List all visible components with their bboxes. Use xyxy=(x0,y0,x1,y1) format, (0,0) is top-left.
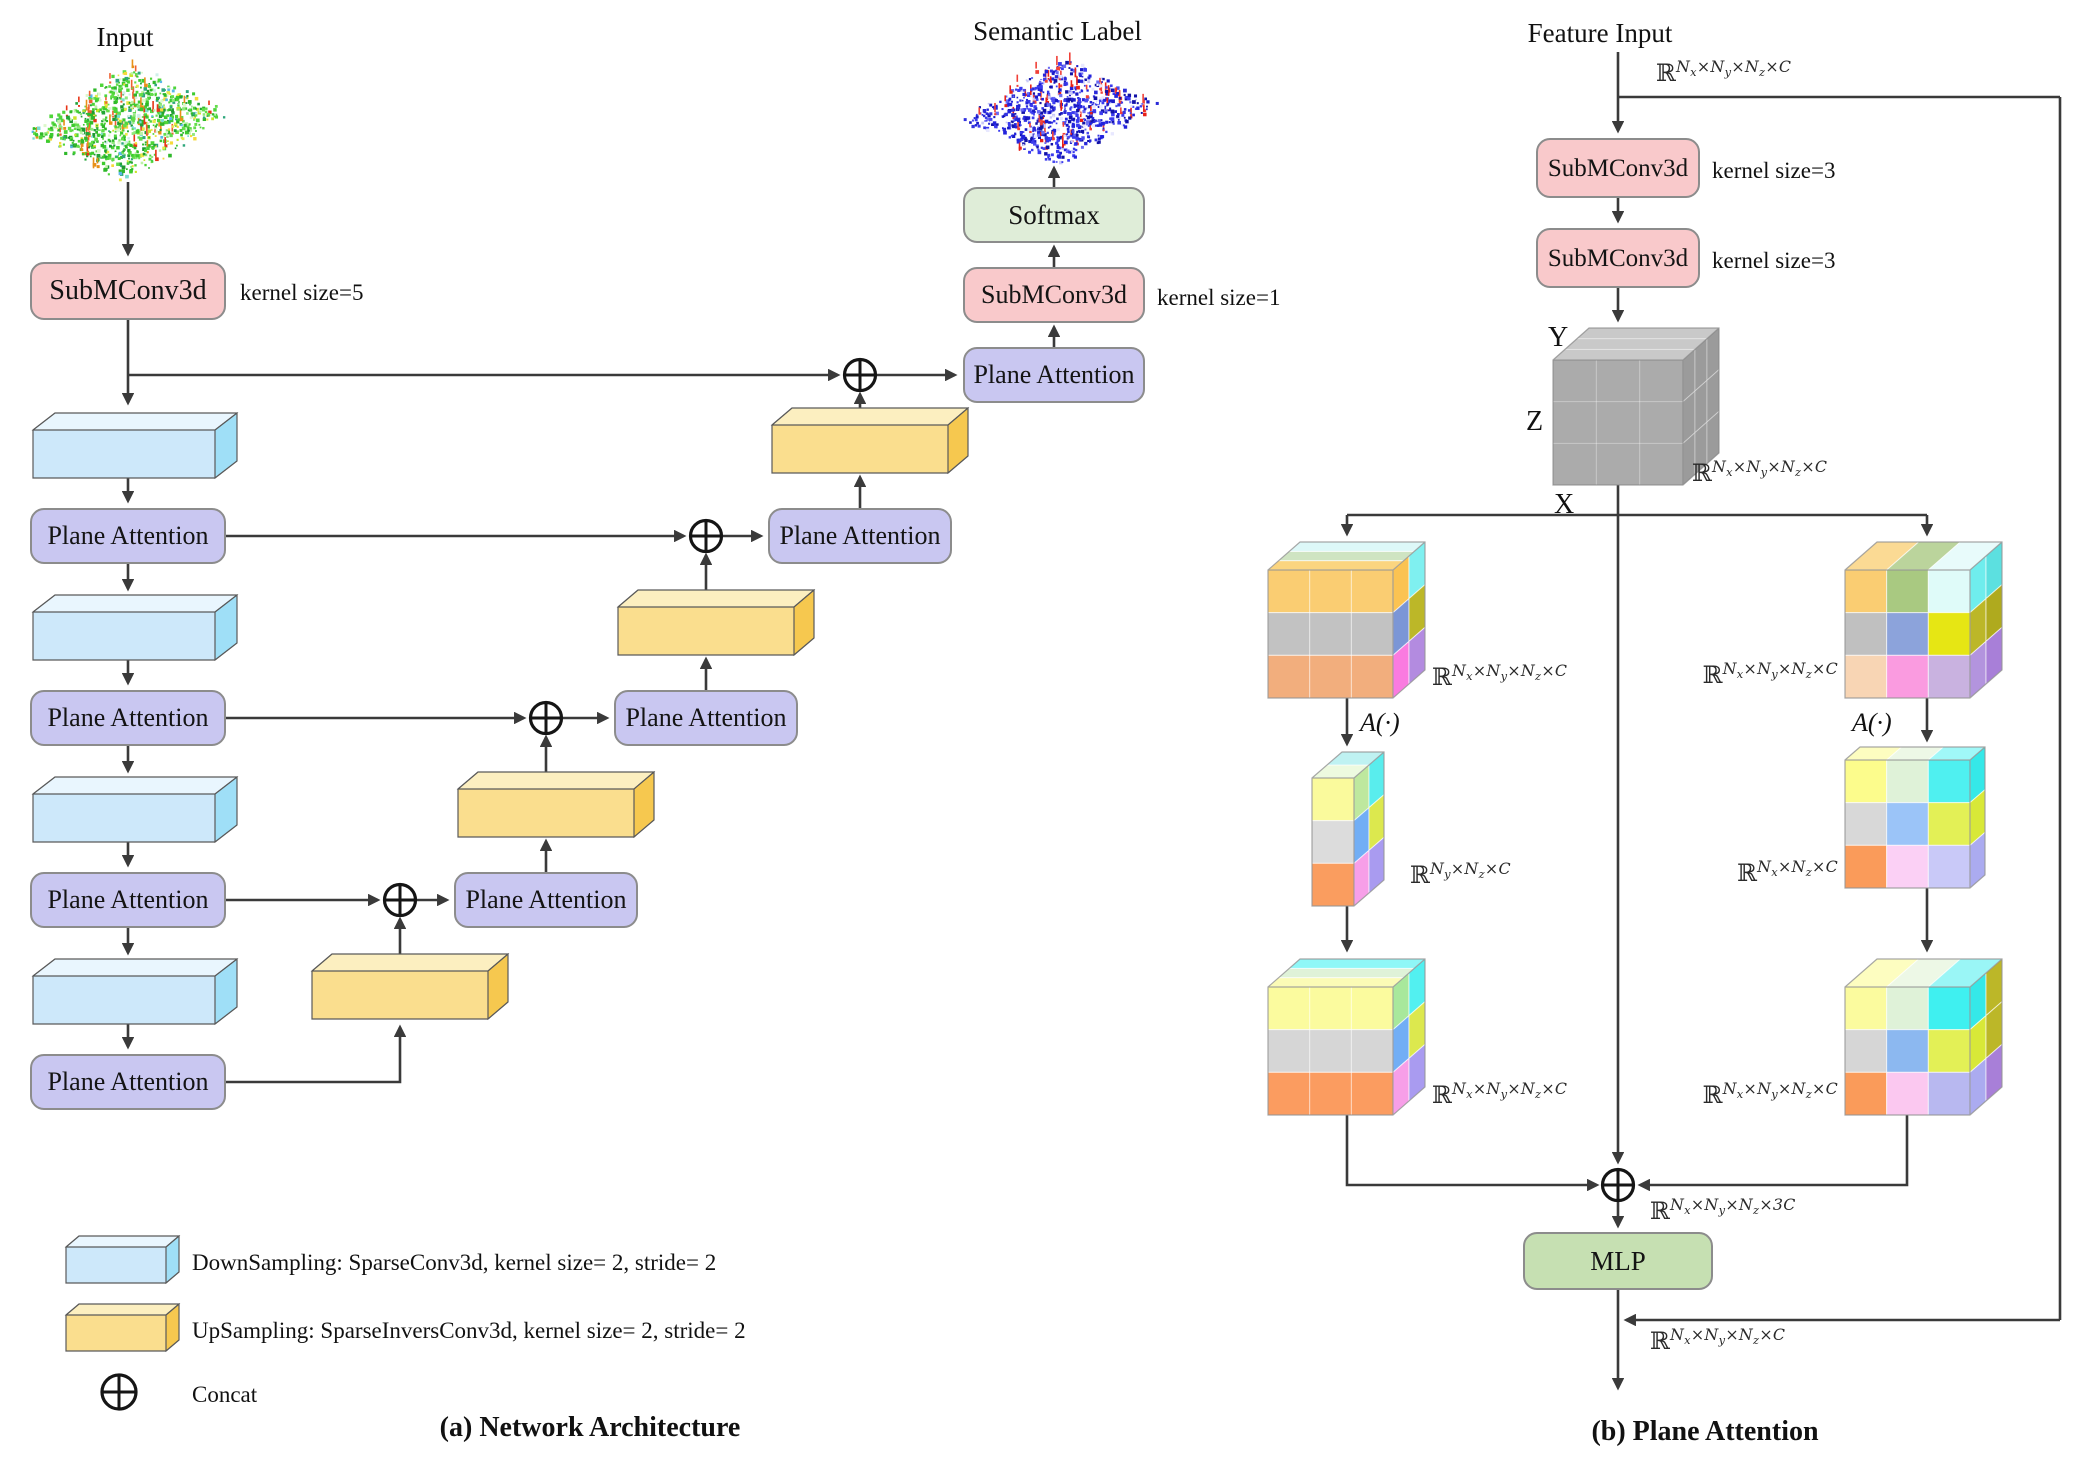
submconv-b-1: SubMConv3d xyxy=(1536,138,1700,198)
kernel-size-5-note: kernel size=5 xyxy=(240,280,364,305)
math-label-right-full: ℝNx×Ny×Nz×C xyxy=(1702,659,1838,689)
concat-icon xyxy=(100,1373,138,1411)
attention-op-right: A(·) xyxy=(1852,708,1892,737)
concat-symbols xyxy=(100,357,1636,1411)
downsample-block-4 xyxy=(31,957,239,1026)
concat-icon xyxy=(1600,1167,1636,1203)
upsample-block-4 xyxy=(310,952,510,1021)
submconv-out-box: SubMConv3d xyxy=(963,267,1145,323)
concat-icon xyxy=(382,882,418,918)
downsample-block-2 xyxy=(31,593,239,662)
concat-icon xyxy=(528,700,564,736)
axis-label-y: Y xyxy=(1548,322,1569,353)
left-branch-expanded-cube xyxy=(1266,957,1427,1117)
axis-label-x: X xyxy=(1554,489,1575,520)
legend-upsampling-label: UpSampling: SparseInversConv3d, kernel s… xyxy=(192,1318,746,1343)
plane-attention-dec-2: Plane Attention xyxy=(614,690,798,746)
softmax-box: Softmax xyxy=(963,187,1145,243)
kernel-size-3-note-1: kernel size=3 xyxy=(1712,158,1836,183)
math-label-left-full: ℝNx×Ny×Nz×C xyxy=(1432,661,1568,691)
axis-label-z: Z xyxy=(1526,406,1544,437)
kernel-size-1-note: kernel size=1 xyxy=(1157,285,1281,310)
upsample-block-1 xyxy=(770,406,970,475)
input-title: Input xyxy=(96,22,154,52)
right-branch-expanded-cube xyxy=(1843,957,2004,1117)
legend-upsample-swatch xyxy=(64,1302,181,1353)
kernel-size-3-note-2: kernel size=3 xyxy=(1712,248,1836,273)
plane-attention-enc-3: Plane Attention xyxy=(30,872,226,928)
math-label-right-plane: ℝNx×Nz×C xyxy=(1737,857,1838,887)
concat-icon xyxy=(842,357,878,393)
math-label-input: ℝNx×Ny×Nz×C xyxy=(1656,57,1792,87)
caption-panel-b: (b) Plane Attention xyxy=(1591,1416,1819,1447)
upsample-block-2 xyxy=(616,588,816,657)
submconv-in-box: SubMConv3d xyxy=(30,262,226,320)
mlp-box: MLP xyxy=(1523,1232,1713,1290)
plane-attention-dec-3: Plane Attention xyxy=(454,872,638,928)
left-branch-plane-slab xyxy=(1310,750,1386,908)
math-label-right-expand: ℝNx×Ny×Nz×C xyxy=(1702,1079,1838,1109)
caption-panel-a: (a) Network Architecture xyxy=(439,1412,741,1443)
legend-downsample-swatch xyxy=(64,1234,181,1285)
connector-arrows xyxy=(121,52,2062,1391)
right-branch-plane-slab xyxy=(1843,745,1987,890)
feature-input-title: Feature Input xyxy=(1527,18,1673,48)
math-label-concat-out: ℝNx×Ny×Nz×3C xyxy=(1650,1195,1796,1225)
math-label-left-expand: ℝNx×Ny×Nz×C xyxy=(1432,1079,1568,1109)
feature-cubes xyxy=(1266,326,2004,1117)
attention-op-left: A(·) xyxy=(1360,708,1400,737)
sampling-blocks xyxy=(31,406,970,1353)
submconv-b-2: SubMConv3d xyxy=(1536,228,1700,288)
math-label-left-plane: ℝNy×Nz×C xyxy=(1410,859,1511,889)
math-label-cube: ℝNx×Ny×Nz×C xyxy=(1692,457,1828,487)
input-point-cloud-image xyxy=(31,59,226,182)
right-branch-full-cube xyxy=(1843,540,2004,700)
plane-attention-enc-4: Plane Attention xyxy=(30,1054,226,1110)
semantic-label-title: Semantic Label xyxy=(973,16,1142,46)
legend-concat-label: Concat xyxy=(192,1382,258,1407)
left-branch-full-cube xyxy=(1266,540,1427,700)
concat-icon xyxy=(688,518,724,554)
downsample-block-1 xyxy=(31,411,239,480)
plane-attention-dec-1: Plane Attention xyxy=(768,508,952,564)
plane-attention-enc-1: Plane Attention xyxy=(30,508,226,564)
semantic-label-point-cloud-image xyxy=(963,52,1159,165)
point-cloud-images xyxy=(31,52,1159,182)
upsample-block-3 xyxy=(456,770,656,839)
plane-attention-final: Plane Attention xyxy=(963,347,1145,403)
legend-downsampling-label: DownSampling: SparseConv3d, kernel size=… xyxy=(192,1250,717,1275)
feature-cube xyxy=(1551,326,1721,487)
downsample-block-3 xyxy=(31,775,239,844)
plane-attention-enc-2: Plane Attention xyxy=(30,690,226,746)
math-label-output: ℝNx×Ny×Nz×C xyxy=(1650,1325,1786,1355)
